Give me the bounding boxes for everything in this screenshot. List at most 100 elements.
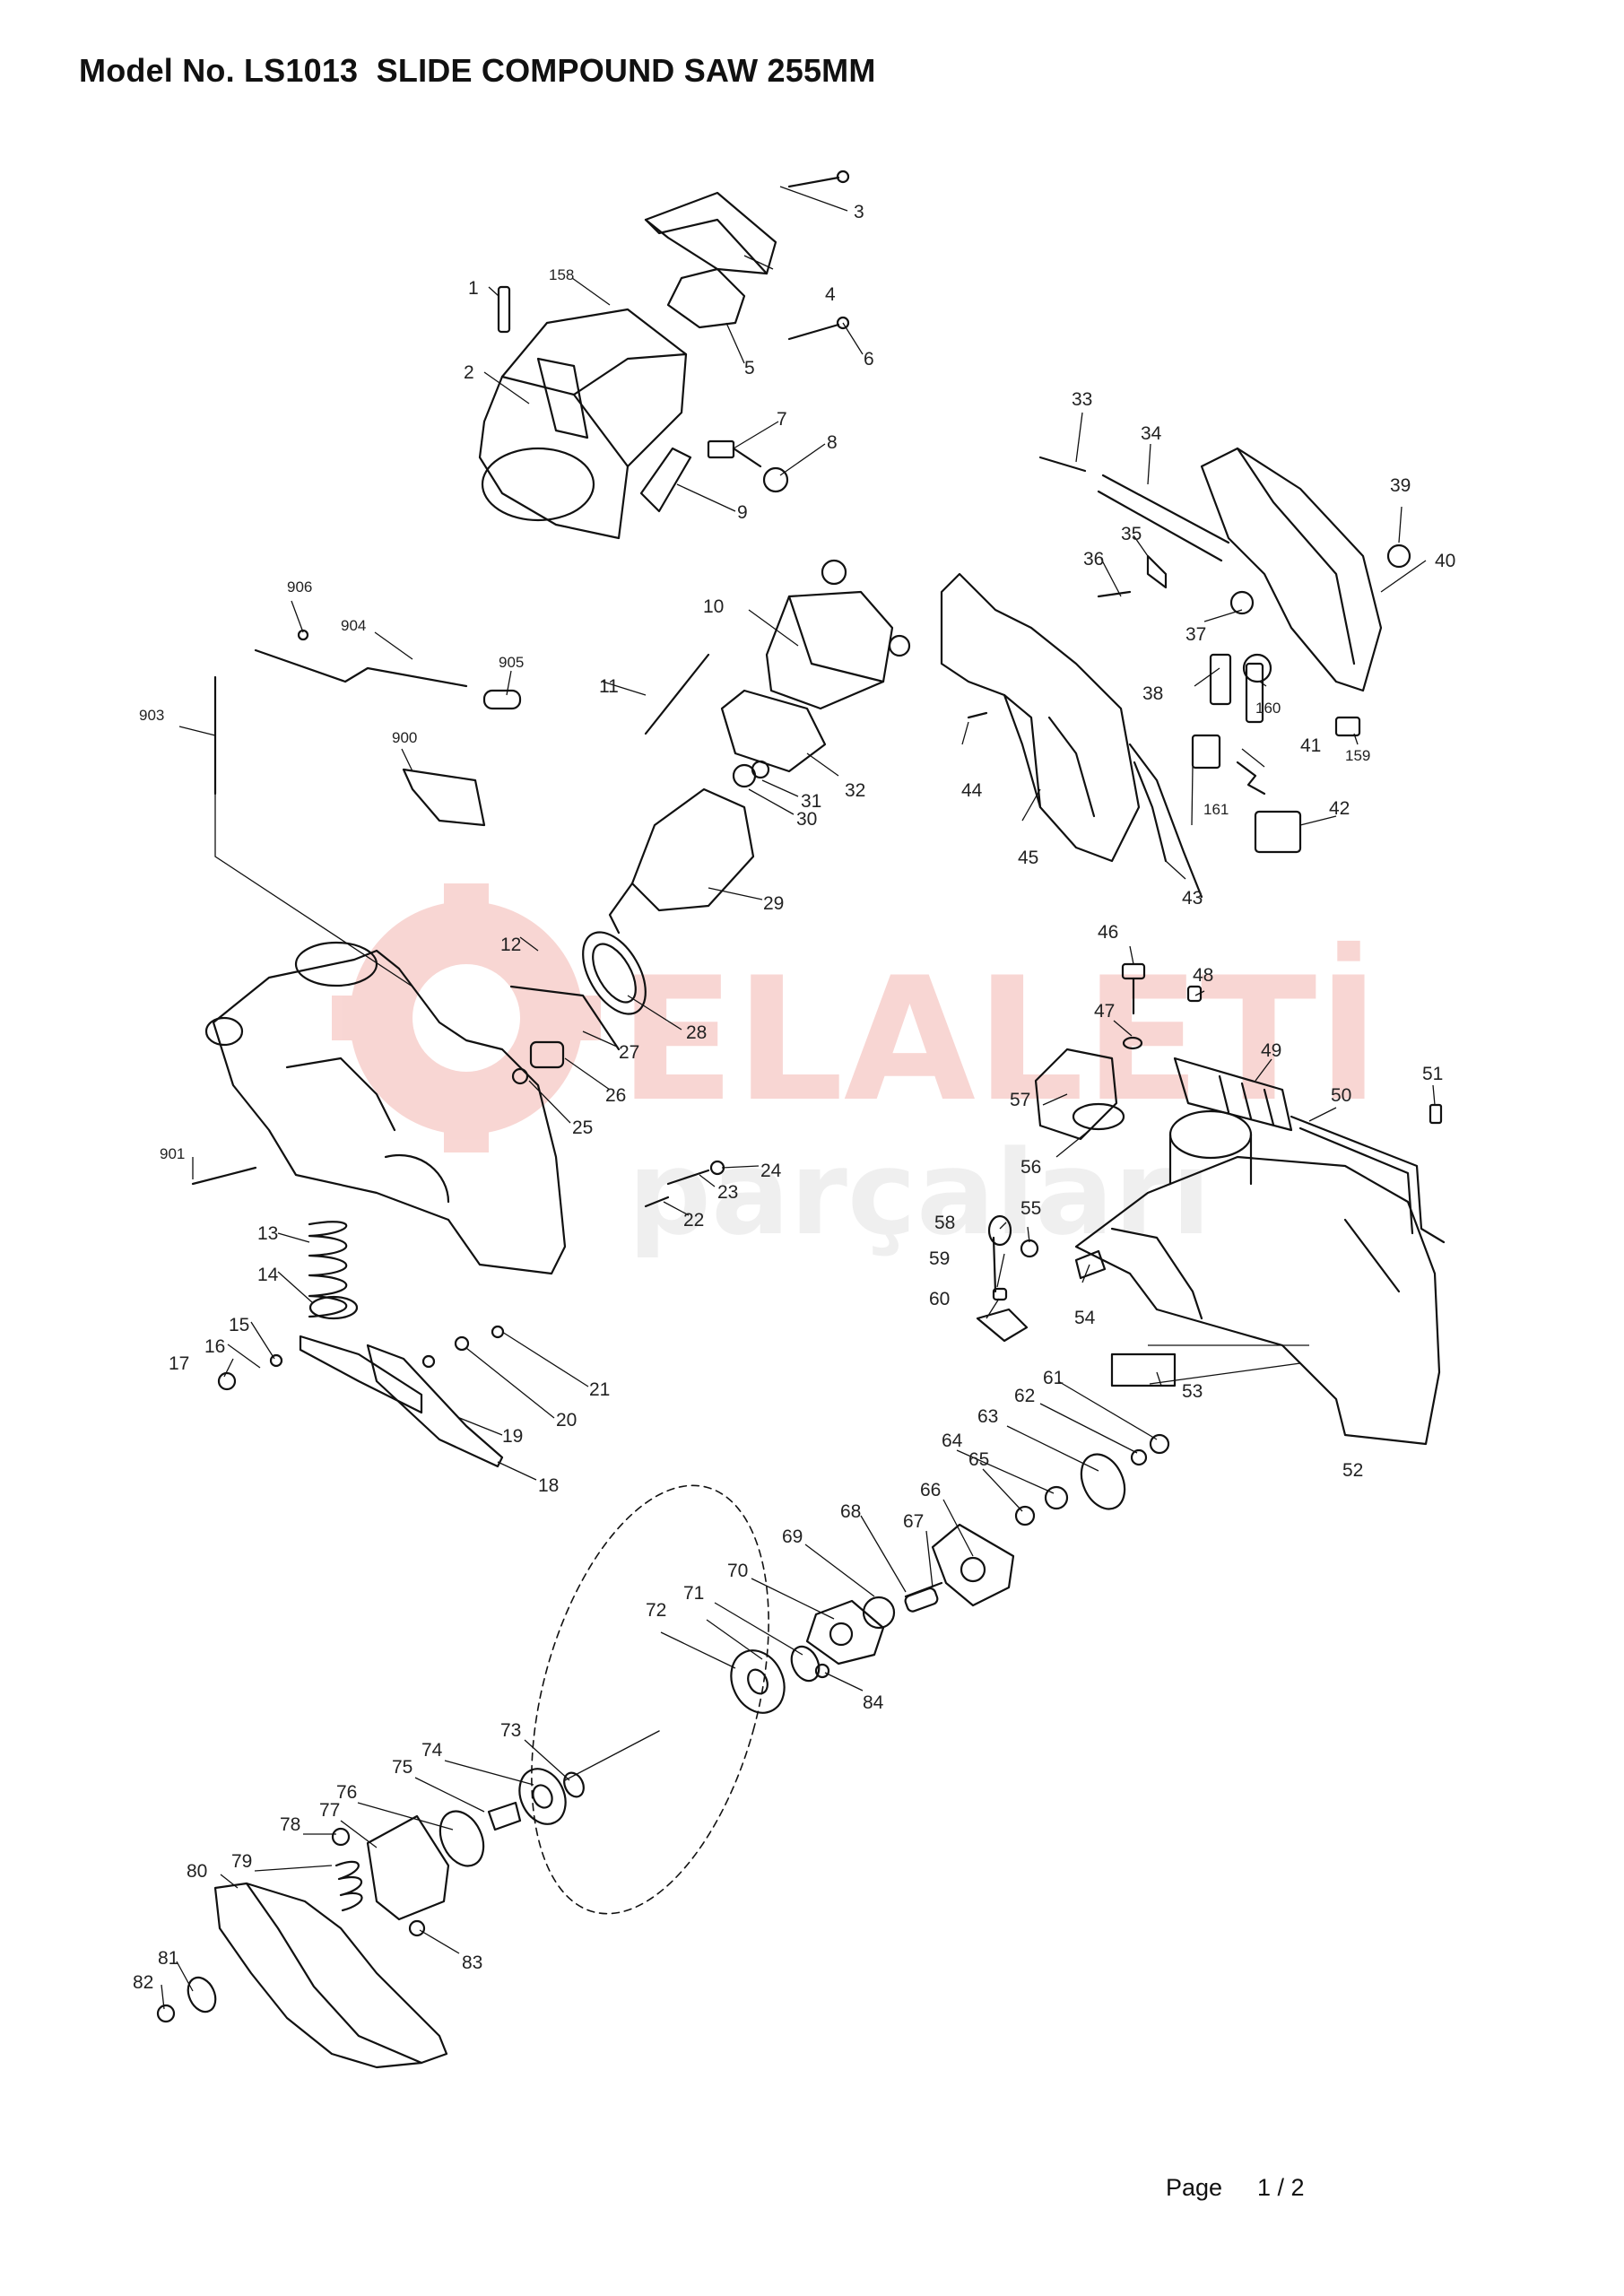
callout-62: 62 — [1014, 1386, 1035, 1406]
callout-1: 1 — [468, 278, 479, 299]
switch-parts — [967, 544, 1411, 899]
spindle-bearing — [509, 985, 621, 1085]
callout-2: 2 — [464, 362, 474, 383]
link-plates — [217, 1325, 505, 1468]
callout-72: 72 — [646, 1600, 666, 1621]
right-blade-case — [1074, 1109, 1441, 1446]
callout-43: 43 — [1182, 888, 1203, 909]
motor-housing — [478, 308, 688, 540]
page-title: Model No. LS1013 SLIDE COMPOUND SAW 255M… — [79, 52, 876, 89]
callout-28: 28 — [686, 1022, 707, 1043]
handle-pipe — [1038, 456, 1230, 562]
callout-75: 75 — [392, 1757, 413, 1778]
callout-84: 84 — [863, 1692, 884, 1713]
callout-69: 69 — [782, 1526, 803, 1547]
callout-30: 30 — [796, 809, 817, 830]
callout-52: 52 — [1342, 1460, 1363, 1481]
callout-56: 56 — [1020, 1157, 1041, 1178]
callout-11: 11 — [599, 676, 619, 697]
callout-71: 71 — [683, 1583, 704, 1604]
callout-37: 37 — [1185, 624, 1206, 645]
outer-flange-group — [331, 1768, 585, 1937]
callout-61: 61 — [1043, 1368, 1064, 1388]
handle-assembly — [940, 447, 1383, 863]
watermark: ELALETİ parçaları — [332, 883, 1380, 1261]
callout-15: 15 — [229, 1315, 249, 1335]
dust-nozzle — [1034, 1048, 1125, 1141]
callout-25: 25 — [572, 1118, 593, 1138]
callout-83: 83 — [462, 1952, 482, 1973]
watermark-line2: parçaları — [628, 1125, 1211, 1261]
callout-14: 14 — [257, 1265, 279, 1285]
callout-55: 55 — [1020, 1198, 1041, 1219]
callout-68: 68 — [840, 1501, 861, 1522]
callout-27: 27 — [619, 1042, 639, 1063]
callout-66: 66 — [920, 1480, 941, 1500]
callout-51: 51 — [1422, 1064, 1443, 1084]
callout-64: 64 — [942, 1431, 963, 1451]
grip-and-bolts — [1121, 962, 1293, 1132]
pin-901 — [191, 1166, 257, 1186]
callout-82: 82 — [133, 1972, 153, 1993]
callout-35: 35 — [1121, 524, 1142, 544]
callout-67: 67 — [903, 1511, 924, 1532]
callout-48: 48 — [1193, 965, 1213, 986]
callout-23: 23 — [717, 1182, 738, 1203]
leader-lines — [161, 186, 1436, 2010]
footer-page-number: 1 / 2 — [1257, 2174, 1305, 2201]
blade-center-line — [564, 1730, 660, 1781]
callout-79: 79 — [231, 1851, 252, 1872]
watermark-gear-icon — [332, 883, 601, 1152]
spindle-group — [730, 1433, 1170, 1714]
callout-20: 20 — [556, 1410, 577, 1431]
top-cover — [644, 191, 777, 275]
callout-24: 24 — [760, 1161, 782, 1181]
callout-49: 49 — [1261, 1040, 1281, 1061]
callout-40: 40 — [1435, 551, 1455, 571]
brush-cap-parts — [639, 439, 789, 513]
callout-160: 160 — [1255, 700, 1281, 717]
callout-59: 59 — [929, 1248, 950, 1269]
callout-54: 54 — [1074, 1308, 1096, 1328]
callout-18: 18 — [538, 1475, 559, 1496]
callout-80: 80 — [187, 1861, 207, 1882]
callout-42: 42 — [1329, 798, 1350, 819]
callout-58: 58 — [934, 1213, 955, 1233]
field-coil — [765, 559, 911, 710]
callout-32: 32 — [845, 780, 865, 801]
footer-page-label: Page — [1166, 2174, 1223, 2201]
callout-45: 45 — [1018, 848, 1038, 868]
callout-903: 903 — [139, 707, 164, 724]
callout-17: 17 — [169, 1353, 189, 1374]
screws-top — [497, 170, 850, 341]
callout-78: 78 — [280, 1814, 300, 1835]
long-screw — [644, 653, 710, 735]
callout-26: 26 — [605, 1085, 626, 1106]
brush-holder — [666, 267, 746, 329]
callout-74: 74 — [421, 1740, 443, 1761]
callout-labels: 1 2 3 4 5 6 7 8 9 158 10 11 32 31 30 29 … — [133, 202, 1455, 1993]
callout-41: 41 — [1300, 735, 1321, 756]
callout-19: 19 — [502, 1426, 523, 1447]
callout-39: 39 — [1390, 475, 1411, 496]
callout-13: 13 — [257, 1223, 278, 1244]
callout-77: 77 — [319, 1800, 340, 1821]
lock-lever — [213, 629, 522, 796]
callout-8: 8 — [827, 432, 838, 453]
callout-16: 16 — [204, 1336, 225, 1357]
arm-rod — [1290, 1103, 1446, 1244]
callout-46: 46 — [1098, 922, 1118, 943]
callout-29: 29 — [763, 893, 784, 914]
callout-57: 57 — [1010, 1090, 1030, 1110]
callout-4: 4 — [825, 284, 836, 305]
callout-81: 81 — [158, 1948, 178, 1969]
callout-63: 63 — [977, 1406, 998, 1427]
watermark-line1: ELALETİ — [619, 940, 1380, 1139]
callout-161: 161 — [1203, 801, 1229, 818]
callout-5: 5 — [744, 358, 755, 378]
saw-blade — [531, 1484, 769, 1915]
callout-158: 158 — [549, 266, 574, 283]
callout-44: 44 — [961, 780, 983, 801]
callout-76: 76 — [336, 1782, 357, 1803]
